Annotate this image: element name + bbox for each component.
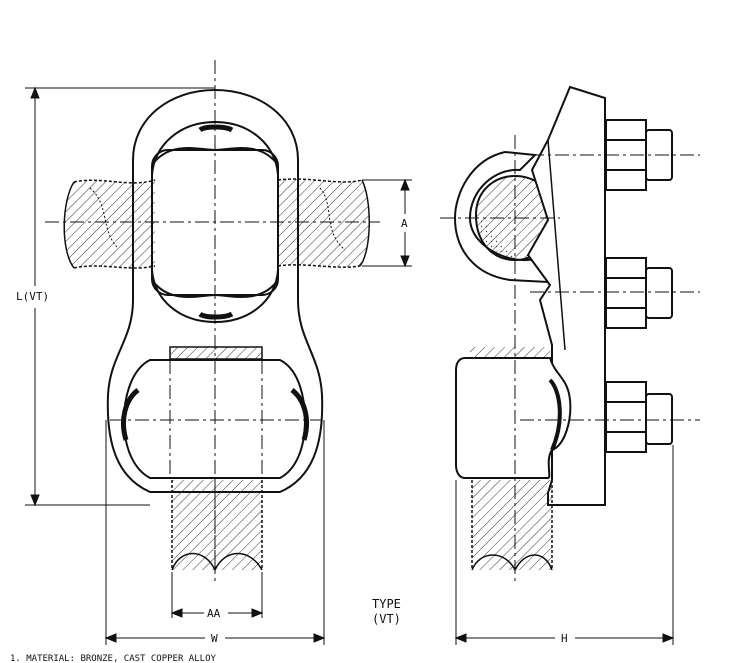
side-lower-block [455,347,572,479]
dim-label-width: W [211,632,218,645]
dim-label-length: L(VT) [16,290,49,303]
side-lower-cable [471,480,553,572]
side-centerlines [440,135,700,585]
side-view [453,85,673,572]
bolt-middle [605,257,673,329]
footnote: 1. MATERIAL: BRONZE, CAST COPPER ALLOY [10,654,216,663]
side-plate [526,85,606,506]
type-label-line1: TYPE [372,597,401,611]
dim-label-cable-spacing: AA [207,607,221,620]
vertical-cable [171,480,263,572]
front-centerlines [45,60,380,585]
lower-saddle [121,346,309,479]
type-label-line2: (VT) [372,612,401,626]
bolt-bottom [605,381,673,453]
dimension-lines [25,86,675,645]
dim-label-height: H [561,632,568,645]
dim-label-cable-diameter: A [401,217,408,230]
